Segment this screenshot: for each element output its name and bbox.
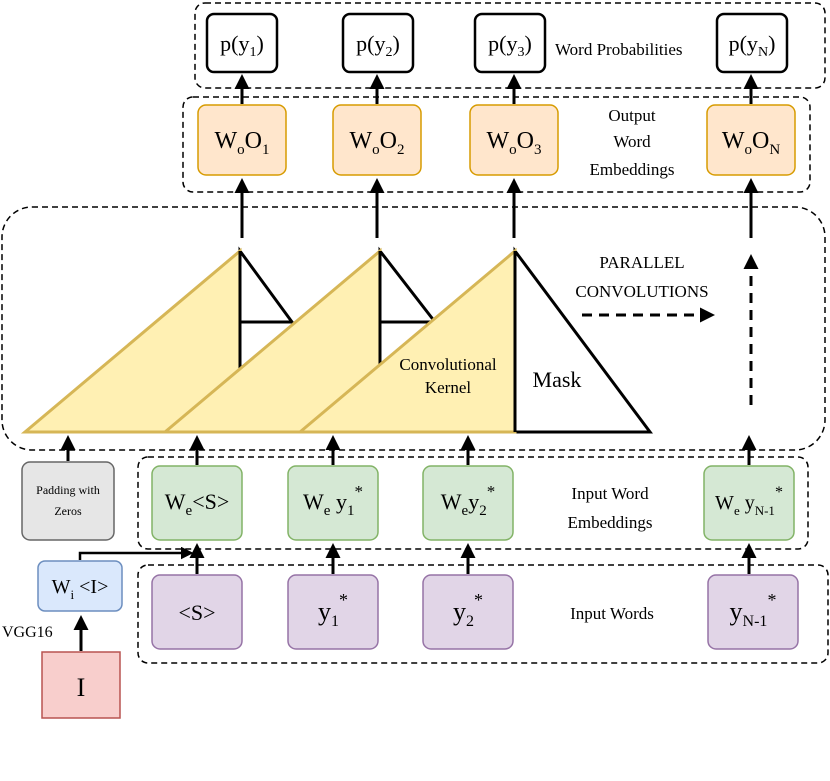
svg-text:We y1*: We y1*: [303, 482, 363, 519]
svg-text:We yN-1*: We yN-1*: [715, 484, 783, 518]
word-probabilities-label: Word Probabilities: [555, 40, 683, 59]
convolution-group: [1, 206, 826, 451]
output-embedding-1: WoO1: [197, 104, 287, 176]
output-embeddings-group: [182, 96, 811, 193]
svg-text:y2*: y2*: [453, 590, 483, 630]
svg-text:WoO2: WoO2: [350, 128, 405, 158]
svg-text:Input Word: Input Word: [571, 484, 649, 503]
vgg16-label: VGG16: [2, 624, 53, 641]
svg-text:Wi <I>: Wi <I>: [52, 576, 109, 602]
svg-text:Kernel: Kernel: [425, 378, 472, 397]
padding-box: Padding with Zeros: [21, 461, 115, 541]
probability-box-2: p(y2): [341, 12, 415, 74]
svg-text:WoO1: WoO1: [215, 128, 270, 158]
svg-text:p(y1): p(y1): [220, 31, 264, 60]
svg-text:PARALLEL: PARALLEL: [599, 253, 684, 272]
input-embedding-start: We<S>: [151, 465, 243, 541]
kernel-2: [160, 246, 439, 434]
kernel-1: [20, 246, 295, 434]
svg-text:Convolutional: Convolutional: [399, 355, 497, 374]
probability-box-1: p(y1): [205, 12, 279, 74]
svg-text:CONVOLUTIONS: CONVOLUTIONS: [575, 282, 708, 301]
svg-text:p(y3): p(y3): [488, 31, 532, 60]
svg-text:Embeddings: Embeddings: [590, 160, 675, 179]
svg-text:Zeros: Zeros: [54, 504, 82, 518]
svg-text:We<S>: We<S>: [165, 489, 230, 519]
input-embedding-y1: We y1*: [287, 465, 379, 541]
image-embedding-box: Wi <I>: [37, 560, 123, 612]
input-word-yn-1: yN-1*: [707, 574, 799, 650]
input-word-embeddings-label: Input Word Embeddings: [568, 484, 653, 532]
svg-text:I: I: [77, 673, 86, 702]
probability-box-n: p(yN): [715, 12, 789, 74]
svg-text:<S>: <S>: [178, 600, 215, 625]
output-embedding-n: WoON: [706, 104, 796, 176]
svg-text:Output: Output: [608, 106, 656, 125]
input-word-y2: y2*: [422, 574, 514, 650]
svg-text:Word: Word: [613, 132, 651, 151]
input-embeddings-group: [137, 456, 809, 550]
probability-box-3: p(y3): [473, 12, 547, 74]
output-embeddings-label: Output Word Embeddings: [590, 106, 675, 179]
input-embedding-yn-1: We yN-1*: [703, 465, 795, 541]
input-word-start: <S>: [151, 574, 243, 650]
svg-text:WoON: WoON: [722, 128, 781, 158]
output-embedding-3: WoO3: [469, 104, 559, 176]
svg-text:yN-1*: yN-1*: [730, 590, 777, 630]
convolutional-kernel-label: Convolutional Kernel: [399, 355, 497, 397]
svg-text:p(y2): p(y2): [356, 31, 400, 60]
svg-text:Wey2*: Wey2*: [441, 482, 495, 519]
input-words-group: [137, 564, 829, 664]
input-word-y1: y1*: [287, 574, 379, 650]
mask-label: Mask: [533, 367, 582, 392]
parallel-convolutions-label: PARALLEL CONVOLUTIONS: [575, 253, 708, 301]
svg-text:Embeddings: Embeddings: [568, 513, 653, 532]
svg-text:y1*: y1*: [318, 590, 348, 630]
output-embedding-2: WoO2: [332, 104, 422, 176]
svg-text:WoO3: WoO3: [487, 128, 542, 158]
kernel-3: [295, 246, 653, 434]
input-embedding-y2: Wey2*: [422, 465, 514, 541]
svg-text:Padding with: Padding with: [36, 483, 100, 497]
image-input-box: I: [41, 651, 121, 719]
input-words-label: Input Words: [570, 604, 654, 623]
svg-text:p(yN): p(yN): [729, 31, 776, 60]
arrow-image-to-embedding: [78, 546, 194, 560]
